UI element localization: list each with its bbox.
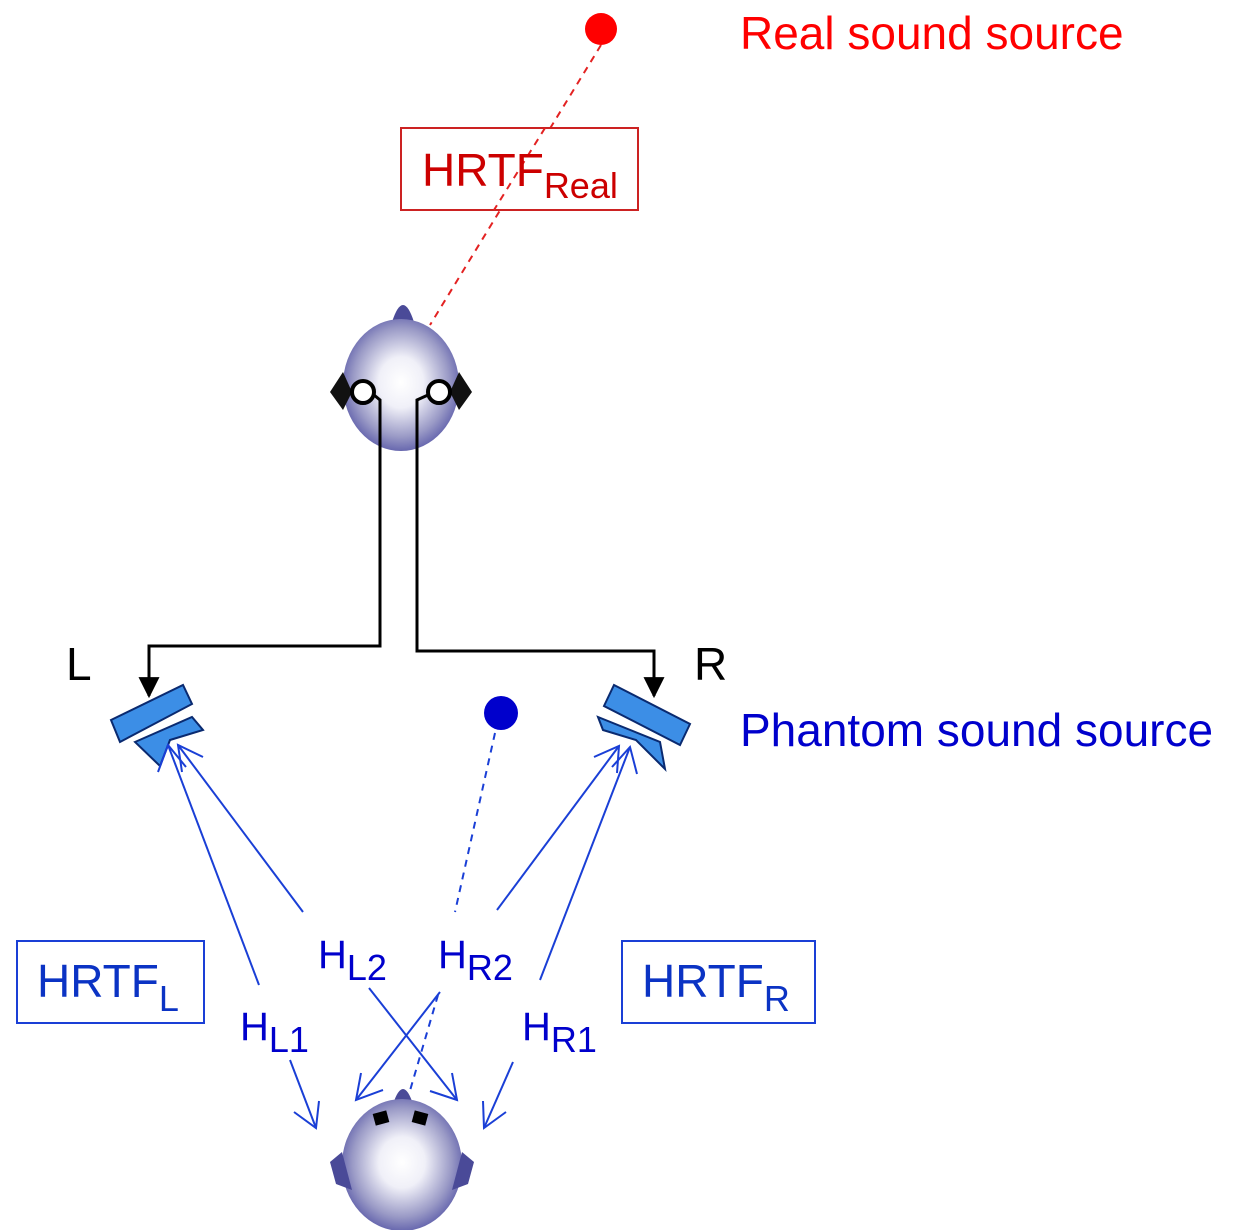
bottom-head <box>330 1089 474 1230</box>
hrtf-real-main: HRTF <box>422 144 544 196</box>
acoustic-paths <box>158 745 637 1128</box>
hrtf-real-box: HRTFReal <box>401 128 638 210</box>
path-hr1-upper <box>540 747 630 980</box>
path-hr2-upper <box>497 746 619 910</box>
phantom-source-path <box>455 733 495 912</box>
path-hr2-lower <box>356 992 440 1100</box>
hrtf-right-box: HRTFR <box>622 941 815 1023</box>
label-hr2: HR2 <box>438 933 513 988</box>
phantom-source-dot <box>484 696 518 730</box>
top-head <box>330 305 472 451</box>
speaker-left <box>111 685 203 766</box>
label-hl2: HL2 <box>318 933 387 988</box>
hrtf-real-sub: Real <box>544 165 618 206</box>
hrtf-left-box: HRTFL <box>17 941 204 1023</box>
speaker-right-label: R <box>694 638 727 690</box>
speaker-left-label: L <box>66 638 92 690</box>
path-hl2-upper <box>178 745 303 912</box>
real-source-dot <box>585 13 617 45</box>
hrtf-left-main: HRTF <box>37 955 159 1007</box>
real-source-label: Real sound source <box>740 7 1124 59</box>
label-hr1: HR1 <box>522 1005 597 1060</box>
wire-right <box>417 395 654 696</box>
hrtf-right-sub: R <box>764 978 790 1019</box>
wire-left <box>149 395 380 696</box>
hrtf-right-main: HRTF <box>642 955 764 1007</box>
hrtf-left-sub: L <box>159 978 179 1019</box>
label-hl1: HL1 <box>240 1005 309 1060</box>
phantom-source-label: Phantom sound source <box>740 704 1213 756</box>
